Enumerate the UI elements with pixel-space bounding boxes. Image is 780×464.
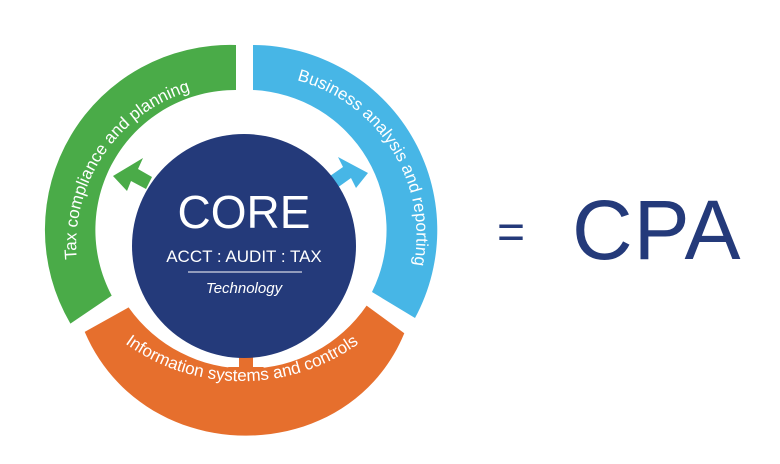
up-left-arrow-icon [113, 158, 152, 191]
core-tagline: Technology [206, 280, 284, 297]
core-subtitle: ACCT : AUDIT : TAX [166, 247, 322, 266]
business-analysis-segment [253, 45, 438, 318]
cpa-label: CPA [572, 183, 742, 277]
equals-sign: = [496, 206, 526, 259]
core-title: CORE [178, 186, 311, 238]
down-arrow-icon [228, 351, 264, 385]
core-circle [132, 134, 356, 358]
tax-compliance-segment [44, 44, 236, 324]
up-right-arrow-icon [330, 157, 368, 188]
